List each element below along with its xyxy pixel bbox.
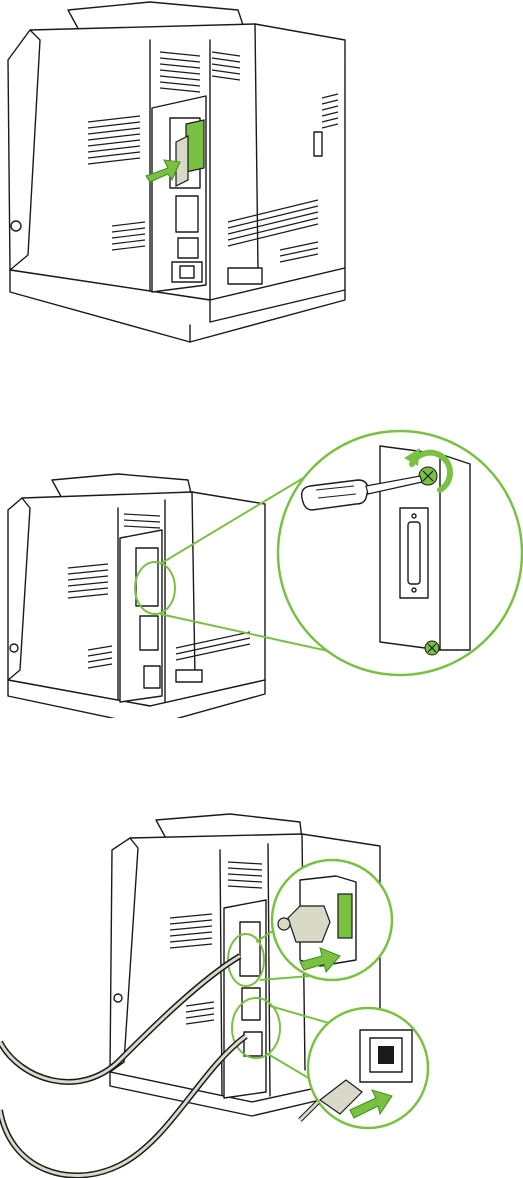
magnify-callout bbox=[278, 431, 522, 675]
step-3-illustration bbox=[0, 810, 523, 1178]
step-2-illustration bbox=[0, 418, 523, 718]
cable-connector-callout bbox=[272, 860, 392, 980]
step-1-illustration bbox=[0, 0, 523, 380]
